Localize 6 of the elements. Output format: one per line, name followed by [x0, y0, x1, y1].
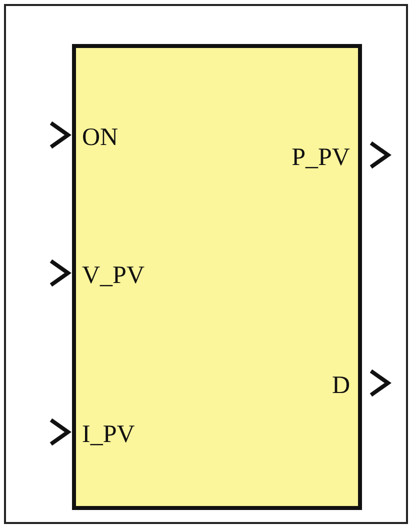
port-label: V_PV [82, 263, 145, 288]
port-label: D [332, 373, 350, 398]
port-label: I_PV [82, 422, 135, 447]
port-label: P_PV [292, 145, 350, 170]
function-block [72, 44, 362, 510]
port-label: ON [82, 125, 118, 150]
